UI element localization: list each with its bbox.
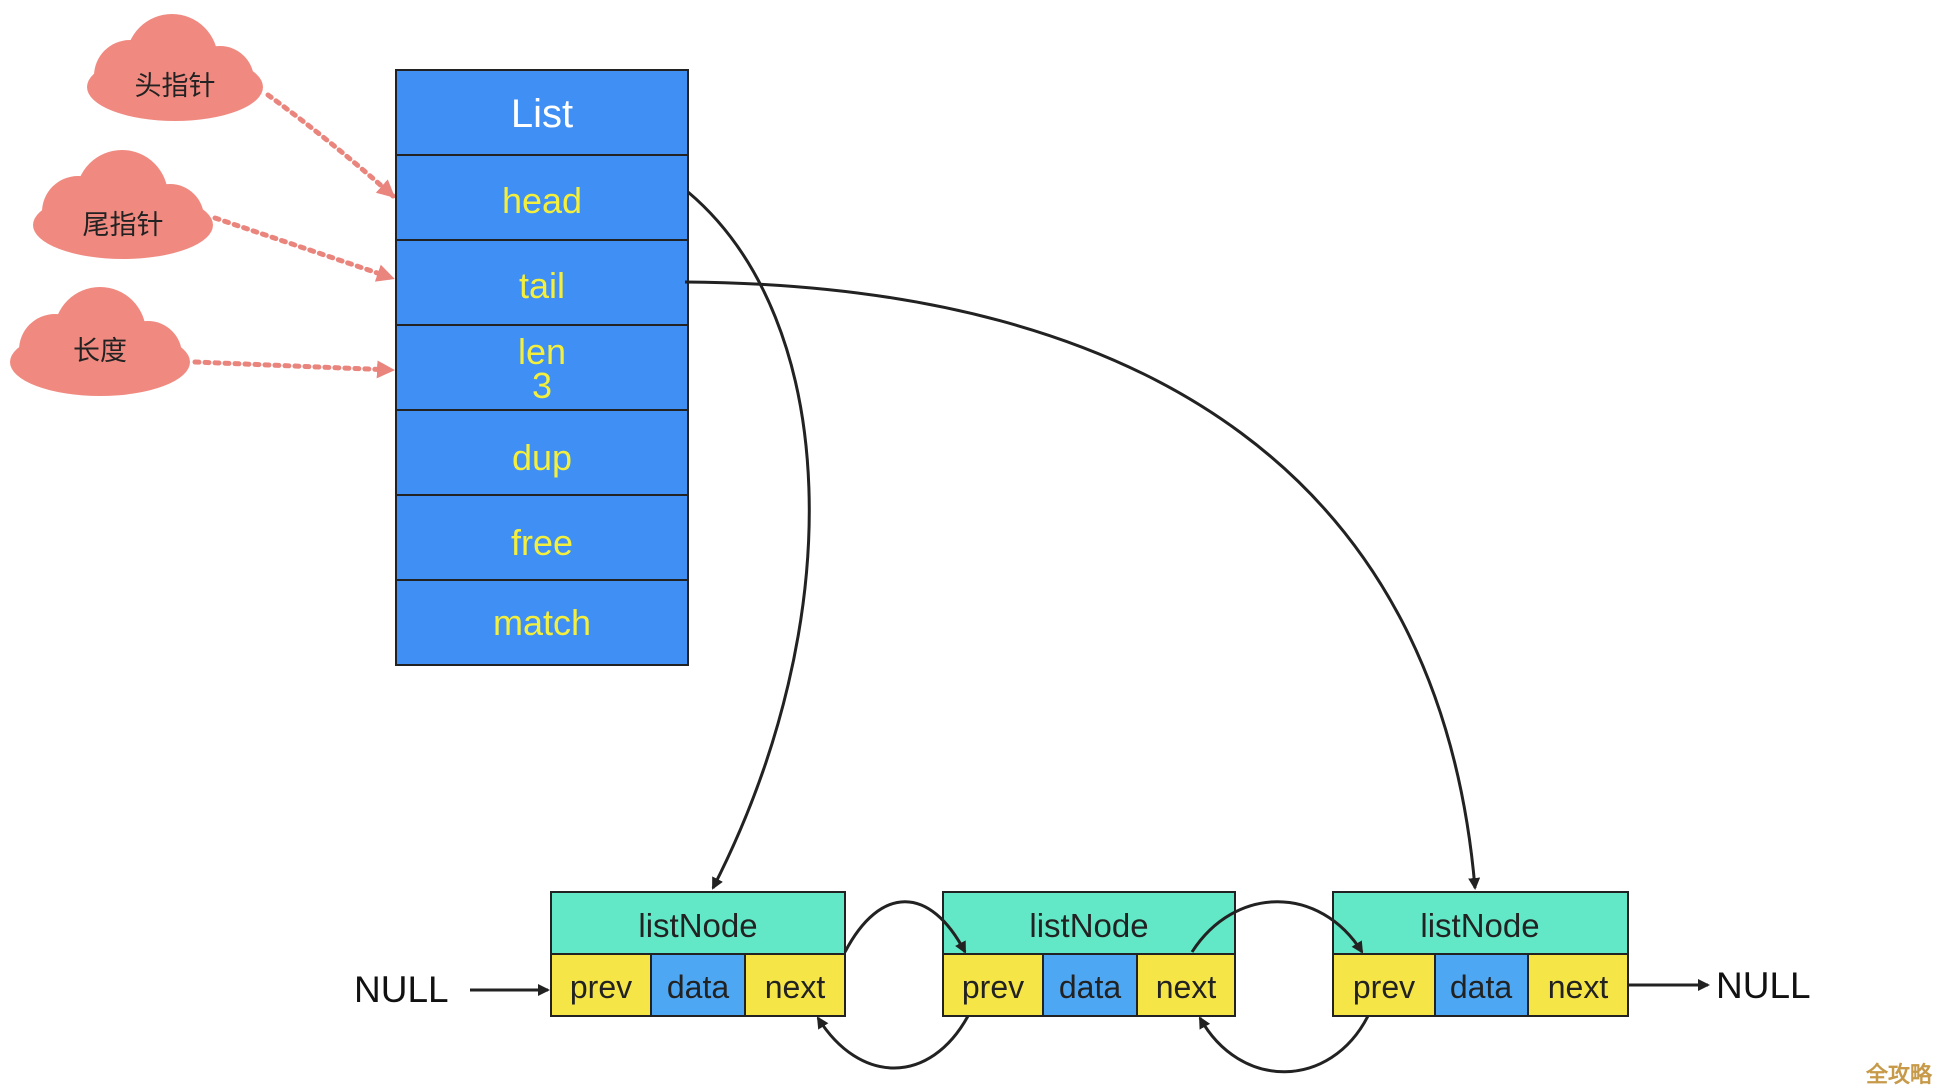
node-prev-label: prev (962, 969, 1024, 1005)
node-title: listNode (1420, 907, 1539, 944)
list-tail-label: tail (519, 265, 565, 306)
cloud-shape (10, 287, 190, 396)
list-match-label: match (493, 602, 591, 643)
node-next-label: next (1156, 969, 1217, 1005)
cloud-shape (87, 14, 263, 121)
list-title: List (511, 92, 573, 136)
list-node-2 (942, 891, 1236, 1017)
node-prev-label: prev (570, 969, 632, 1005)
node-next-cell (1136, 953, 1236, 1017)
tail-pointer-label: 尾指针 (83, 210, 164, 241)
list-field-match (395, 579, 689, 666)
list-field-tail (395, 239, 689, 326)
node-title: listNode (1029, 907, 1148, 944)
node2-prev-to-node1-arrow (816, 1015, 970, 1070)
cloud-head-pointer: 头指针 (87, 14, 263, 121)
null-left-label: NULL (354, 969, 449, 1010)
node-data-label: data (1059, 969, 1121, 1005)
tail-pointer-arrow (212, 215, 395, 282)
node-header (942, 891, 1236, 955)
node1-next-to-node2-arrow (843, 900, 967, 954)
node-title: listNode (638, 907, 757, 944)
list-field-len (395, 324, 689, 411)
list-len-value: 3 (532, 365, 552, 406)
cloud-tail-pointer: 尾指针 (33, 150, 213, 259)
head-pointer-label: 头指针 (135, 71, 216, 102)
node-data-label: data (667, 969, 729, 1005)
cloud-shape (33, 150, 213, 259)
null-right-label: NULL (1716, 965, 1811, 1006)
watermark: 全攻略 (1865, 1062, 1933, 1088)
list-dup-label: dup (512, 437, 572, 478)
node-prev-label: prev (1353, 969, 1415, 1005)
length-label: 长度 (73, 336, 127, 367)
list-field-dup (395, 409, 689, 496)
node-next-cell (744, 953, 846, 1017)
length-arrow (192, 359, 395, 379)
list-len-label: len (518, 331, 566, 372)
node3-prev-to-node2-arrow (1198, 1015, 1370, 1074)
list-struct (395, 69, 689, 666)
list-node-3 (1332, 891, 1629, 1017)
head-to-first-node-arrow (687, 190, 811, 890)
node-next-label: next (1548, 969, 1609, 1005)
list-node-1 (550, 891, 846, 1017)
node-data-cell (1042, 953, 1138, 1017)
list-title-cell (395, 69, 689, 156)
node-prev-cell (1332, 953, 1436, 1017)
node-header (1332, 891, 1629, 955)
list-free-label: free (511, 522, 573, 563)
node-next-label: next (765, 969, 826, 1005)
node-data-cell (650, 953, 746, 1017)
node-data-label: data (1450, 969, 1512, 1005)
node-data-cell (1434, 953, 1529, 1017)
list-head-label: head (502, 180, 582, 221)
tail-to-last-node-arrow (684, 280, 1481, 890)
node2-next-to-node3-arrow (1190, 900, 1364, 954)
list-field-head (395, 154, 689, 241)
cloud-length: 长度 (10, 287, 190, 396)
head-pointer-arrow (265, 92, 396, 199)
node-prev-cell (942, 953, 1044, 1017)
